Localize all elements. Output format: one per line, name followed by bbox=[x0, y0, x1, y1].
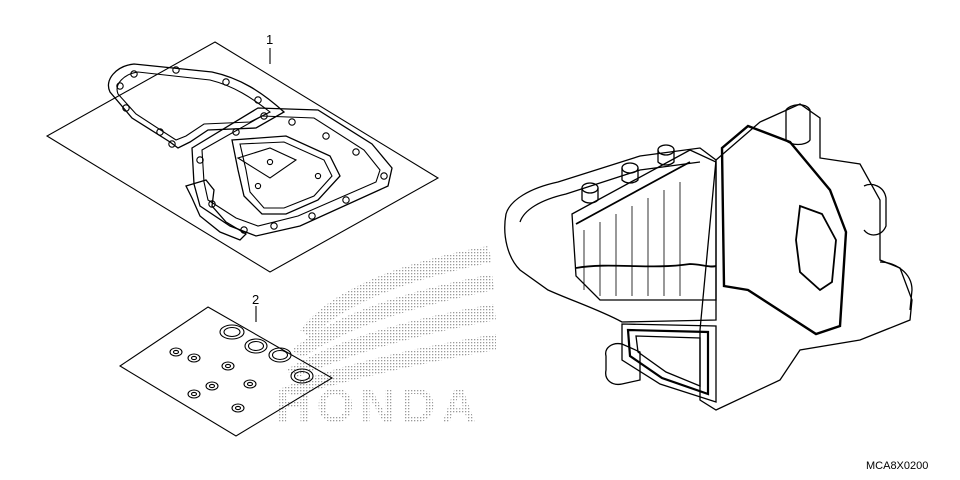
end-cap bbox=[879, 261, 913, 311]
bolt-holes bbox=[116, 66, 388, 234]
cylinder-gasket-line bbox=[575, 161, 717, 269]
intake-port bbox=[785, 104, 811, 146]
flange-gasket-inner bbox=[635, 335, 701, 387]
kit-sheet bbox=[45, 41, 440, 273]
gasket-kit-2 bbox=[118, 306, 334, 437]
block-shading bbox=[583, 182, 681, 296]
callout-2: 2 bbox=[252, 292, 259, 307]
diagram-code: MCA8X0200 bbox=[866, 460, 928, 472]
head-cover-gasket bbox=[231, 135, 341, 215]
end-cap bbox=[863, 183, 887, 236]
callout-1: 1 bbox=[266, 32, 273, 47]
engine-illustration bbox=[504, 103, 913, 411]
head-gasket-outline bbox=[720, 124, 848, 336]
honda-wing-watermark: HONDA bbox=[276, 246, 496, 433]
pipe-stub bbox=[605, 342, 641, 386]
cylinder-head bbox=[699, 103, 913, 411]
head-bolts bbox=[581, 144, 675, 204]
wing-feather-icon bbox=[282, 334, 496, 396]
gasket-kit-1 bbox=[45, 41, 440, 273]
engine-crankcase-edge bbox=[519, 161, 701, 223]
watermark-text: HONDA bbox=[276, 380, 482, 433]
head-gasket-inner bbox=[795, 204, 837, 292]
frame-gasket-inner bbox=[201, 115, 381, 227]
wing-feather-icon bbox=[292, 274, 494, 358]
cover-gasket bbox=[107, 63, 286, 149]
engine-crankcase bbox=[504, 147, 717, 323]
head-cover-gasket-inner bbox=[239, 141, 333, 209]
bent-gasket bbox=[185, 179, 248, 241]
cylinder-block bbox=[571, 149, 717, 301]
cover-gasket-inner bbox=[116, 71, 272, 141]
lower-flange bbox=[621, 323, 717, 403]
o-rings bbox=[169, 324, 314, 413]
plate-gasket bbox=[236, 147, 298, 179]
frame-gasket bbox=[191, 107, 393, 237]
wing-feather-icon bbox=[300, 246, 492, 338]
flange-gasket bbox=[626, 328, 710, 396]
wing-feather-icon bbox=[286, 304, 496, 378]
